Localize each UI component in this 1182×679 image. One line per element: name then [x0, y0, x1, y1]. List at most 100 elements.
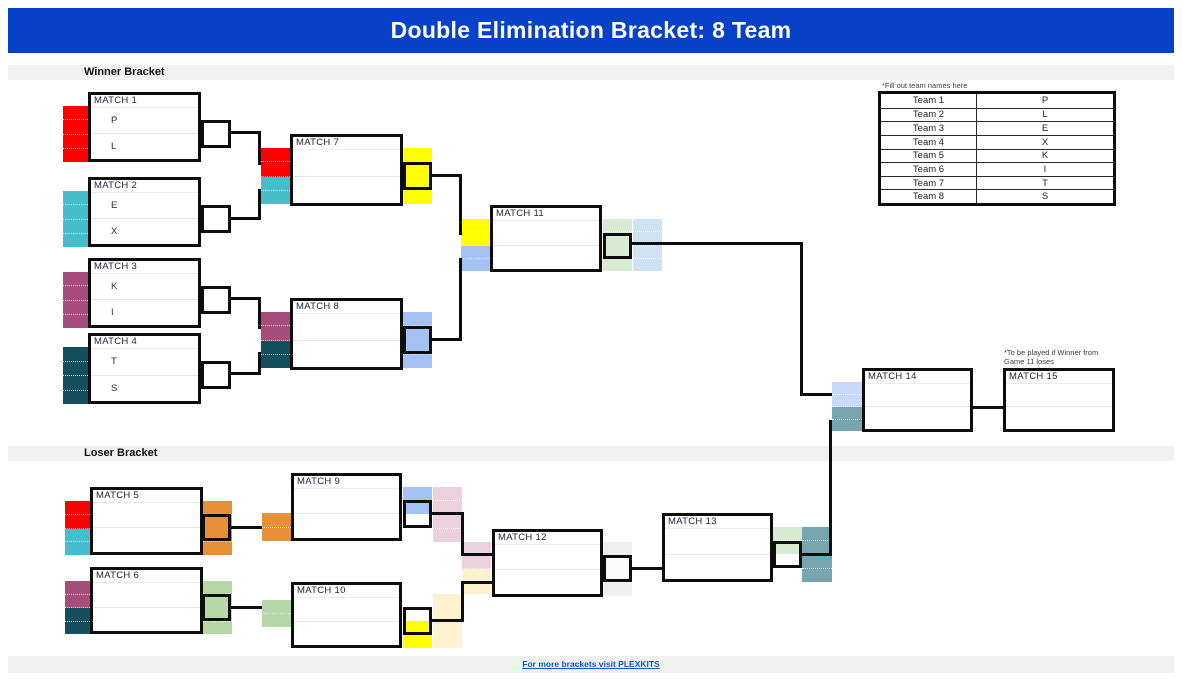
team-8-value-cell[interactable]: S: [976, 189, 1113, 203]
match-11-label: MATCH 11: [493, 208, 599, 221]
line-m14-to-m15: [973, 406, 1003, 409]
line-m9-into-m12: [461, 553, 492, 556]
match-12-winner-slot[interactable]: [603, 555, 632, 582]
match-11-bottom-team-cell[interactable]: [493, 244, 599, 270]
line-m2-rise: [258, 189, 261, 220]
team-2-value-cell[interactable]: L: [976, 107, 1113, 122]
line-m1-out: [231, 131, 261, 134]
match-3-seed-strip: [63, 272, 88, 328]
match-13-top-team-cell[interactable]: [665, 529, 770, 554]
match-4-label: MATCH 4: [91, 336, 198, 349]
footer-band: [8, 656, 1174, 673]
winner-bracket-label: Winner Bracket: [84, 66, 165, 78]
match-11-left-strip: [461, 219, 490, 271]
match-3-winner-slot[interactable]: [201, 286, 231, 314]
line-m8-rise: [459, 258, 462, 341]
match-9-bottom-team-cell[interactable]: [294, 513, 399, 538]
team-7-name-cell[interactable]: Team 7: [881, 175, 976, 190]
match-13-right-strip: [773, 527, 802, 554]
match-12-top-team-cell[interactable]: [495, 545, 600, 569]
match-9-left-strip: [262, 513, 291, 541]
match-10-winner-strip: [433, 594, 462, 648]
match-12-bottom-team-cell[interactable]: [495, 569, 600, 594]
match-8-left-strip: [261, 312, 290, 368]
match-10-top-team-cell[interactable]: [294, 598, 399, 621]
match-7-label: MATCH 7: [293, 137, 400, 150]
match-10-winner-slot[interactable]: [403, 607, 432, 635]
match-4-winner-slot[interactable]: [201, 361, 231, 389]
plexkits-footer-link[interactable]: For more brackets visit PLEXKITS: [522, 659, 660, 669]
match-2-top-team-cell[interactable]: E: [111, 200, 118, 211]
line-m7-out: [432, 174, 462, 177]
match-15-top-team-cell[interactable]: [1006, 384, 1112, 406]
team-1-name-cell[interactable]: Team 1: [912, 95, 945, 107]
match-14-left-strip: [832, 382, 862, 431]
line-m12-to-m13: [632, 567, 662, 570]
line-m4-out: [231, 372, 261, 375]
match-7-winner-slot[interactable]: [403, 162, 432, 190]
match-9-top-team-cell[interactable]: [294, 489, 399, 513]
match-2-seed-strip: [63, 191, 88, 247]
team-5-value-cell[interactable]: K: [976, 148, 1113, 163]
team-3-name-cell[interactable]: Team 3: [881, 121, 976, 135]
line-m3-out: [231, 297, 261, 300]
match-1-box: MATCH 1 P L: [88, 92, 201, 162]
match-14-label: MATCH 14: [865, 371, 970, 384]
match-13-bottom-team-cell[interactable]: [665, 553, 770, 580]
match-2-box: MATCH 2 E X: [88, 177, 201, 247]
match-13-winner-slot[interactable]: [773, 541, 802, 568]
match-9-label: MATCH 9: [294, 476, 399, 489]
page-title: Double Elimination Bracket: 8 Team: [8, 8, 1174, 53]
match-8-top-team-cell[interactable]: [293, 314, 400, 340]
match-10-bottom-team-cell[interactable]: [294, 621, 399, 645]
team-names-table: Team 1 P Team 2 L Team 3 E Team 4 X Team…: [878, 91, 1116, 206]
match-5-winner-slot[interactable]: [202, 514, 231, 541]
match-8-bottom-team-cell[interactable]: [293, 340, 400, 367]
match-1-label: MATCH 1: [91, 95, 198, 108]
match-3-bottom-team-cell[interactable]: I: [91, 299, 198, 325]
match-4-top-team-cell[interactable]: T: [111, 356, 117, 368]
match-5-top-team-cell[interactable]: [93, 503, 200, 527]
match-12-box: MATCH 12: [492, 529, 603, 597]
match-3-top-team-cell[interactable]: K: [111, 281, 118, 292]
match-2-winner-slot[interactable]: [201, 205, 231, 233]
team-3-value-cell[interactable]: E: [976, 121, 1113, 135]
match-7-left-strip: [261, 148, 290, 204]
match-14-top-team-cell[interactable]: [865, 384, 970, 406]
loser-bracket-band: Loser Bracket: [8, 446, 1174, 461]
match-6-top-team-cell[interactable]: [93, 583, 200, 607]
team-5-name-cell[interactable]: Team 5: [881, 148, 976, 163]
match-7-bottom-team-cell[interactable]: [293, 176, 400, 203]
match-1-bottom-team-cell[interactable]: L: [91, 133, 198, 159]
match-6-winner-slot[interactable]: [202, 594, 231, 621]
line-m10-out: [432, 619, 462, 622]
match-15-bottom-team-cell[interactable]: [1006, 406, 1112, 429]
match-7-top-team-cell[interactable]: [293, 150, 400, 176]
match-9-winner-slot[interactable]: [403, 500, 432, 528]
match-1-top-team-cell[interactable]: P: [111, 115, 118, 126]
team-7-value-cell[interactable]: T: [976, 175, 1113, 190]
match-2-bottom-team-cell[interactable]: X: [91, 218, 198, 244]
team-6-name-cell[interactable]: Team 6: [881, 162, 976, 176]
team-4-name-cell[interactable]: Team 4: [881, 134, 976, 149]
match-3-label: MATCH 3: [91, 261, 198, 274]
match-9-box: MATCH 9: [291, 473, 402, 541]
match-14-bottom-team-cell[interactable]: [865, 406, 970, 429]
team-6-value-cell[interactable]: I: [976, 162, 1113, 176]
match-5-box: MATCH 5: [90, 487, 203, 555]
team-8-name-cell[interactable]: Team 8: [881, 189, 976, 203]
match-8-winner-slot[interactable]: [403, 326, 432, 354]
match-5-bottom-team-cell[interactable]: [93, 527, 200, 552]
match-13-label: MATCH 13: [665, 516, 770, 529]
match-6-bottom-team-cell[interactable]: [93, 606, 200, 632]
match-11-top-team-cell[interactable]: [493, 221, 599, 245]
line-m3-drop: [258, 297, 261, 329]
match-4-bottom-team-cell[interactable]: S: [91, 374, 198, 402]
team-1-value-cell[interactable]: P: [976, 94, 1113, 108]
match-5-seed-strip: [65, 501, 90, 555]
team-2-name-cell[interactable]: Team 2: [881, 107, 976, 122]
team-4-value-cell[interactable]: X: [976, 134, 1113, 149]
match-11-winner-slot[interactable]: [603, 233, 632, 259]
match-5-label: MATCH 5: [93, 490, 200, 503]
match-1-winner-slot[interactable]: [201, 120, 231, 148]
